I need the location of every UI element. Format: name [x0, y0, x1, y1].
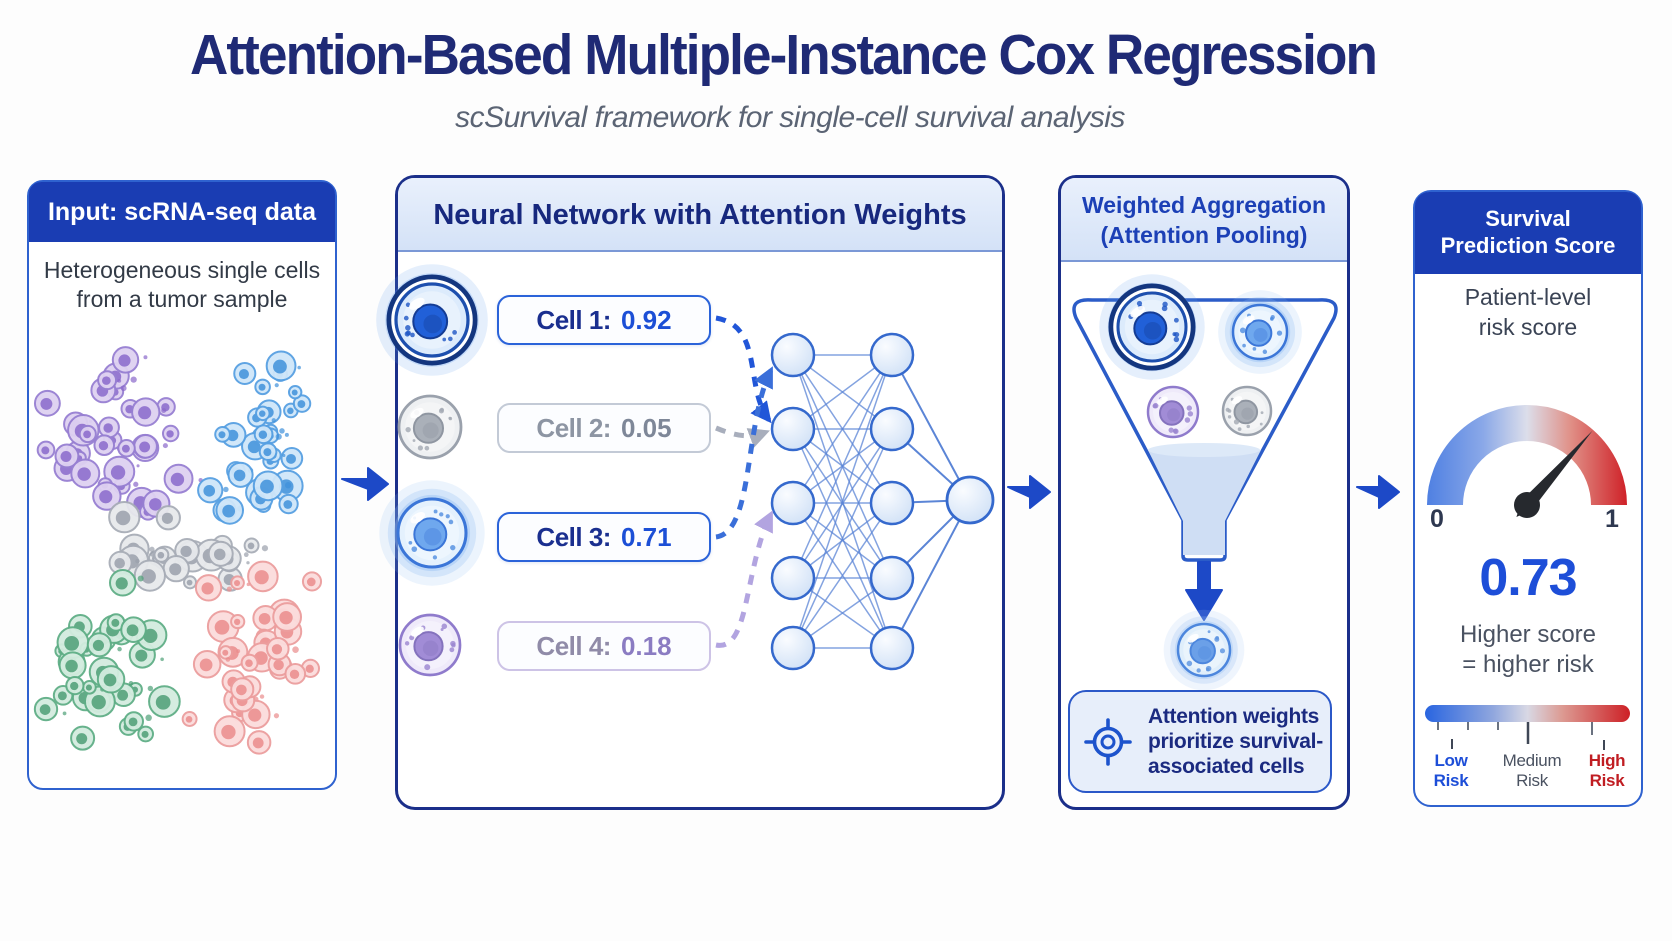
score-header-line2: Prediction Score — [1440, 233, 1616, 258]
risk-subtitle-line2: risk score — [1478, 314, 1578, 340]
page-subtitle: scSurvival framework for single-cell sur… — [455, 101, 1125, 134]
legend-high-risk: High Risk — [1588, 751, 1626, 790]
gauge-min-label: 0 — [1430, 505, 1444, 533]
risk-score-value: 0.73 — [1479, 549, 1577, 607]
cell2-weight: 0.05 — [620, 412, 672, 443]
panel-input-scrna: Input: scRNA-seq data Heterogeneous sing… — [27, 180, 337, 790]
legend-medium-risk: Medium Risk — [1502, 751, 1562, 790]
aggregation-header-line1: Weighted Aggregation — [1081, 192, 1327, 218]
patient-risk-subtitle: Patient-level risk score — [1413, 282, 1643, 342]
cell3-weight-box: Cell 3: 0.71 — [497, 512, 711, 562]
panel-network-header: Neural Network with Attention Weights — [398, 178, 1002, 252]
flow-arrow-right-icon — [1356, 475, 1400, 509]
attention-note-text: Attention weights prioritize survival- a… — [1148, 704, 1323, 779]
panel-input-header: Input: scRNA-seq data — [29, 182, 335, 242]
panel-aggregation-header: Weighted Aggregation (Attention Pooling) — [1061, 178, 1347, 262]
risk-caption-line2: = higher risk — [1462, 651, 1594, 678]
flow-arrow-right-icon — [1007, 475, 1051, 509]
cell3-label: Cell 3: — [536, 521, 611, 552]
aggregation-header-line2: (Attention Pooling) — [1100, 222, 1308, 248]
gauge-max-label: 1 — [1605, 505, 1619, 533]
description-line2: from a tumor sample — [76, 286, 288, 312]
target-icon — [1084, 717, 1132, 766]
panel-score-header: Survival Prediction Score — [1415, 192, 1641, 274]
cell1-weight: 0.92 — [620, 304, 672, 335]
cell4-label: Cell 4: — [536, 630, 611, 661]
score-header-line1: Survival — [1485, 206, 1571, 231]
risk-subtitle-line1: Patient-level — [1464, 284, 1592, 310]
cell2-weight-box: Cell 2: 0.05 — [497, 403, 711, 453]
cell1-label: Cell 1: — [536, 304, 611, 335]
cell1-weight-box: Cell 1: 0.92 — [497, 295, 711, 345]
note-line1: Attention weights — [1148, 705, 1320, 728]
note-line2: prioritize survival- — [1148, 730, 1323, 753]
cell4-weight-box: Cell 4: 0.18 — [497, 621, 711, 671]
note-line3: associated cells — [1148, 755, 1305, 778]
cell4-weight: 0.18 — [620, 630, 672, 661]
cell3-weight: 0.71 — [620, 521, 672, 552]
risk-gradient-bar — [1425, 705, 1630, 722]
page-title: Attention-Based Multiple-Instance Cox Re… — [189, 23, 1378, 87]
cell2-label: Cell 2: — [536, 412, 611, 443]
risk-caption-line1: Higher score — [1459, 621, 1597, 648]
panel-neural-network: Neural Network with Attention Weights — [395, 175, 1005, 810]
flow-arrow-right-icon — [341, 467, 389, 501]
legend-low-risk: Low Risk — [1433, 751, 1469, 790]
description-line1: Heterogeneous single cells — [43, 257, 321, 283]
panel-input-description: Heterogeneous single cells from a tumor … — [29, 256, 335, 314]
attention-note-box: Attention weights prioritize survival- a… — [1068, 690, 1332, 793]
risk-caption: Higher score = higher risk — [1413, 620, 1643, 680]
